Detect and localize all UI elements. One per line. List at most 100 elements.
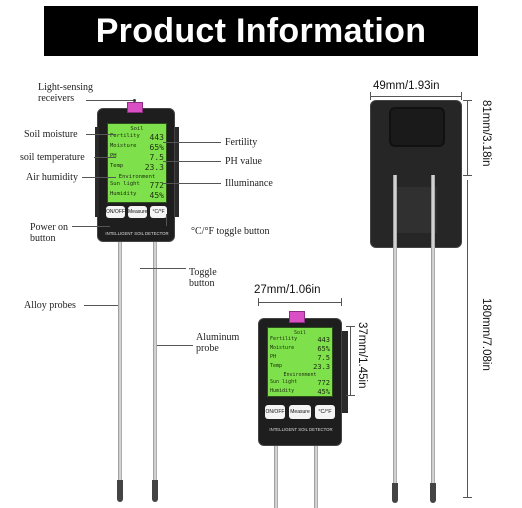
fertility-value: 443: [317, 336, 330, 344]
dim-line-total: [467, 180, 468, 498]
leader-ph: [163, 161, 221, 162]
label-c-f-toggle: °C/°F toggle button: [191, 226, 270, 237]
dim-line-screen-height: [350, 326, 351, 396]
leader-illuminance: [163, 183, 221, 184]
ph-value: 7.5: [149, 153, 164, 162]
light-sensor: [127, 102, 143, 113]
ph-label: PH: [270, 354, 277, 360]
dim-tick-5: [463, 497, 472, 498]
light-value: 772: [149, 181, 164, 190]
back-clip: [389, 107, 445, 147]
aluminum-probe-tip: [152, 480, 158, 502]
back-label-plate: [397, 187, 437, 233]
leader-toggle: [140, 268, 186, 269]
humidity-label: Humidity: [270, 388, 295, 394]
alloy-probe-tip: [117, 480, 123, 502]
back-probe-right: [431, 175, 435, 485]
leader-aluminum: [157, 345, 193, 346]
page-title: Product Information: [95, 11, 427, 50]
label-air-humidity: Air humidity: [26, 172, 78, 183]
leader-cf: [166, 214, 167, 226]
leader-fertility: [163, 142, 221, 143]
env-header: Environment: [283, 372, 317, 378]
moisture-value: 65%: [317, 345, 330, 353]
brand-text: INTELLIGENT SOIL DETECTOR: [98, 231, 176, 236]
label-power-button: Power on button: [30, 222, 69, 244]
label-fertility: Fertility: [225, 137, 258, 148]
moisture-label: Moisture: [110, 143, 137, 149]
fertility-label: Fertility: [110, 133, 140, 139]
humidity-label: Humidity: [110, 191, 137, 197]
back-probe-right-tip: [430, 483, 436, 503]
back-device: [370, 100, 462, 248]
power-button[interactable]: ON/OFF: [106, 206, 125, 218]
label-illuminance: Illuminance: [225, 178, 273, 189]
dim-tick-3: [463, 100, 472, 101]
brand-label: INTELLIGENT SOIL DETECTOR: [105, 231, 169, 236]
brand-text-small: INTELLIGENT SOIL DETECTOR: [259, 427, 343, 432]
label-toggle-button: Toggle button: [189, 267, 217, 289]
back-probe-left-tip: [392, 483, 398, 503]
side-grip-left: [95, 127, 99, 217]
aluminum-probe: [153, 242, 157, 482]
measure-button[interactable]: Measure: [128, 206, 147, 218]
unit-toggle-button[interactable]: °C/°F: [150, 206, 167, 218]
dim-tick-6: [258, 298, 259, 306]
label-ph-value: PH value: [225, 156, 262, 167]
humidity-value: 45%: [149, 191, 164, 200]
alloy-probe: [118, 242, 122, 482]
dim-width-front: 27mm/1.06in: [254, 284, 321, 296]
dim-tick-8: [346, 326, 355, 327]
leader-alloy: [84, 305, 118, 306]
power-button-label: ON/OFF: [265, 409, 285, 415]
temp-label: Temp: [270, 363, 283, 369]
measure-button-label: Measure: [290, 409, 310, 415]
title-banner: Product Information: [44, 6, 478, 56]
humidity-value: 45%: [317, 388, 330, 396]
fertility-label: Fertility: [270, 336, 298, 342]
label-soil-moisture: Soil moisture: [24, 129, 78, 140]
soil-header: Soil: [293, 330, 307, 336]
dim-screen-height: 37mm/1.45in: [356, 322, 368, 389]
dim-width-back: 49mm/1.93in: [373, 80, 440, 92]
unit-toggle-label: °C/°F: [152, 209, 165, 215]
small-side-grip: [342, 331, 348, 413]
ph-value: 7.5: [317, 354, 330, 362]
light-value: 772: [317, 379, 330, 387]
front-device-small: Soil Fertility 443 Moisture 65% PH 7.5 Temp…: [258, 311, 348, 446]
dim-line-height-back: [467, 100, 468, 176]
light-sensor-small: [289, 311, 305, 323]
leader-dot: [133, 99, 136, 102]
dim-tick-2: [461, 92, 462, 100]
small-probe-right: [314, 446, 318, 508]
env-header: Environment: [118, 174, 156, 180]
temp-value: 23.3: [313, 363, 330, 371]
dim-tick-4: [463, 175, 472, 176]
label-alloy-probes: Alloy probes: [24, 300, 76, 311]
dim-height-back: 81mm/3.18in: [480, 100, 492, 167]
light-label: Sun light: [110, 181, 140, 187]
light-label: Sun light: [270, 379, 298, 385]
dim-line-width-back: [370, 96, 462, 97]
leader-temperature: [94, 157, 116, 158]
dim-total-length: 180mm/7.08in: [480, 298, 492, 371]
dim-tick-9: [346, 395, 355, 396]
power-button-label: ON/OFF: [106, 209, 125, 215]
temp-label: Temp: [110, 163, 124, 169]
label-aluminum-probe: Aluminum probe: [196, 332, 240, 354]
power-button-small[interactable]: ON/OFF: [265, 405, 285, 419]
measure-button-small[interactable]: Measure: [289, 405, 311, 419]
label-soil-temperature: soil temperature: [20, 152, 85, 163]
fertility-value: 443: [149, 133, 164, 142]
leader-power: [72, 226, 110, 227]
moisture-label: Moisture: [270, 345, 295, 351]
small-probe-left: [274, 446, 278, 508]
unit-toggle-small[interactable]: °C/°F: [315, 405, 335, 419]
temp-value: 23.3: [144, 163, 164, 172]
back-probe-left: [393, 175, 397, 485]
ph-label: PH: [110, 153, 117, 159]
dim-tick-7: [341, 298, 342, 306]
brand-label: INTELLIGENT SOIL DETECTOR: [269, 427, 333, 432]
